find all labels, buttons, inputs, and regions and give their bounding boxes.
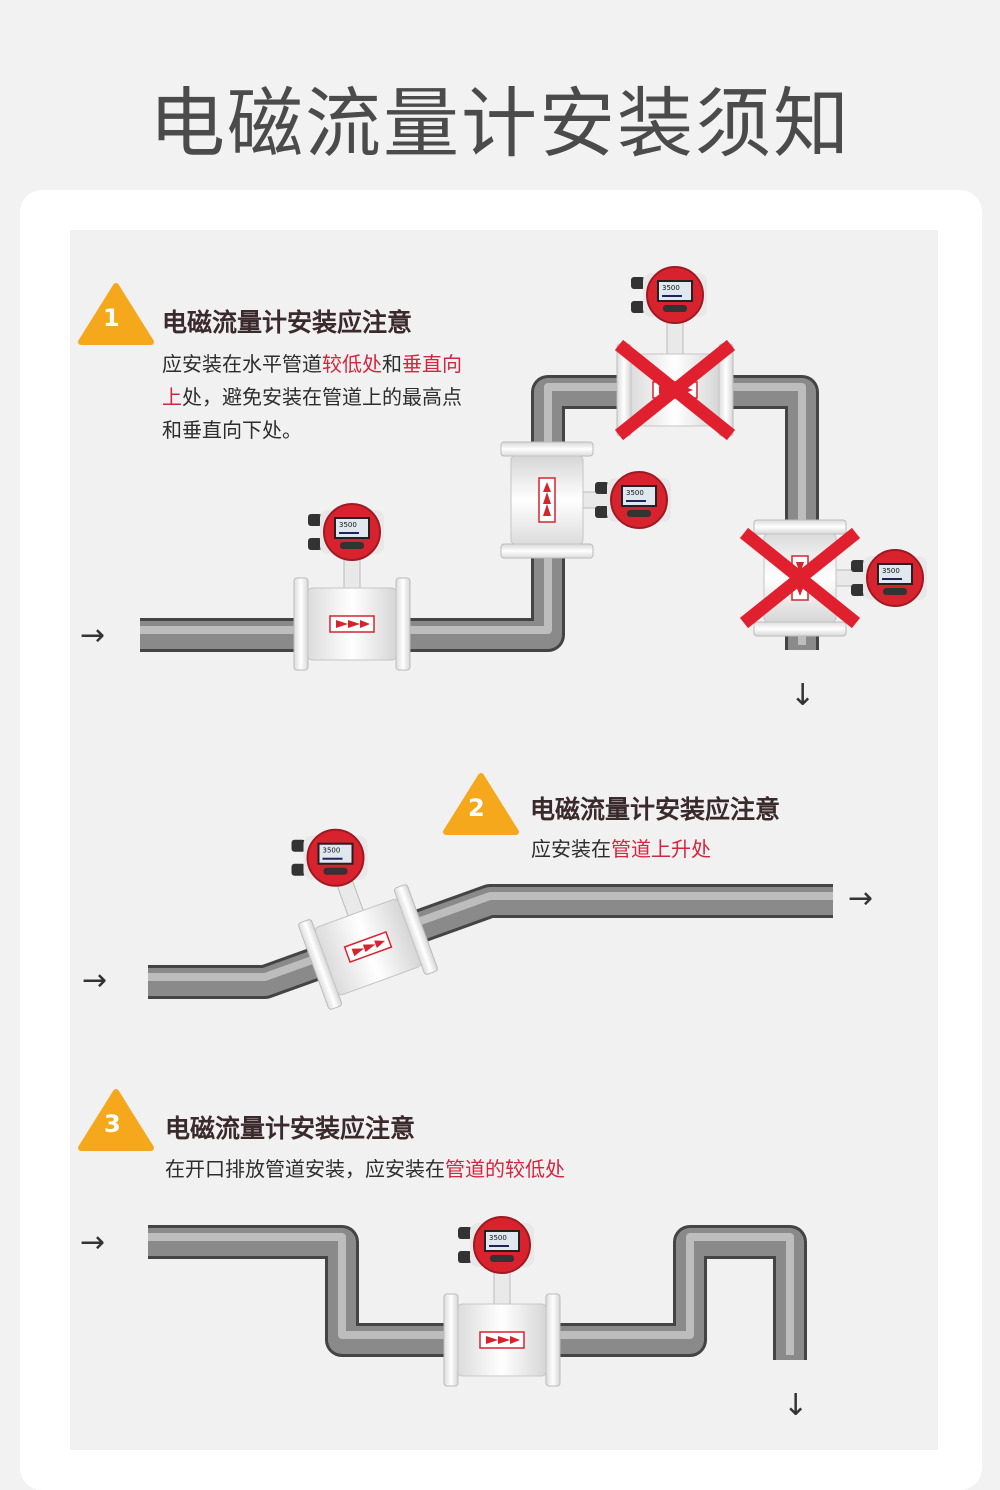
meter-flange-right xyxy=(753,621,847,637)
meter-flange-right xyxy=(545,1293,561,1387)
wrong-position-x-icon xyxy=(614,339,736,441)
flow-in-arrow-3: → xyxy=(80,1225,105,1260)
step-2-heading: 电磁流量计安装应注意 xyxy=(530,795,781,824)
text-span: 和 xyxy=(382,352,402,376)
step-1-text-line3: 和垂直向下处。 xyxy=(162,418,302,442)
wrong-position-x-icon xyxy=(739,527,861,629)
cable-gland xyxy=(595,482,609,494)
page-title: 电磁流量计安装须知 xyxy=(149,79,851,168)
flow-meter-rising-pipe: 3500 xyxy=(291,828,438,1010)
transmitter-head: 3500 xyxy=(595,471,671,529)
flow-in-arrow-2: → xyxy=(82,963,107,998)
step-3-text: 在开口排放管道安装，应安装在管道的较低处 xyxy=(165,1153,565,1186)
lcd-bar xyxy=(339,532,359,534)
lcd-reading: 3500 xyxy=(662,284,680,292)
transmitter-head: 3500 xyxy=(308,503,384,561)
cable-gland xyxy=(291,839,306,852)
x-mark xyxy=(614,339,736,441)
lcd-reading: 3500 xyxy=(489,1234,507,1242)
flow-arrow-icon xyxy=(351,940,385,957)
step-3-number: 3 xyxy=(104,1110,121,1138)
flow-out-arrow-2: → xyxy=(848,881,873,916)
cable-gland xyxy=(851,560,865,572)
meter-flange-left xyxy=(500,543,594,559)
pipe-section-3-highlight xyxy=(148,1233,794,1355)
lcd-reading: 3500 xyxy=(339,521,357,529)
highlight-span: 管道上升处 xyxy=(611,837,711,861)
flow-meter-low-point: 3500 xyxy=(443,1216,561,1387)
text-span: 在开口排放管道安装，应安装在 xyxy=(165,1157,445,1181)
meter-flange-right xyxy=(500,441,594,457)
cable-gland xyxy=(631,277,645,289)
transmitter-head: 3500 xyxy=(851,549,927,607)
text-span: 应安装在水平管道 xyxy=(162,352,322,376)
lcd-bar xyxy=(626,500,646,502)
transmitter-head: 3500 xyxy=(631,266,707,324)
highlight-span: 垂直向 xyxy=(402,352,462,376)
meter-flange-left xyxy=(753,519,847,535)
lcd-bar xyxy=(489,1245,509,1247)
step-1-triangle-icon xyxy=(78,283,154,345)
flow-arrow-icon xyxy=(543,482,551,516)
keypad xyxy=(627,510,651,517)
cable-gland xyxy=(595,506,609,518)
flow-arrow-icon xyxy=(486,1336,520,1344)
keypad xyxy=(883,588,907,595)
cable-gland xyxy=(291,863,306,876)
highlight-span: 管道的较低处 xyxy=(445,1157,565,1181)
text-span: 应安装在 xyxy=(531,837,611,861)
cable-gland xyxy=(308,538,322,550)
text-span: 处，避免安装在管道上的最高点 xyxy=(182,385,462,409)
pipe-section-1-highlight xyxy=(140,383,806,645)
lcd-bar xyxy=(322,857,343,860)
lcd-bar xyxy=(662,295,682,297)
step-1-text-line1: 应安装在水平管道较低处和垂直向 xyxy=(162,348,462,381)
transmitter-head: 3500 xyxy=(458,1216,534,1274)
step-2-triangle-icon xyxy=(443,773,519,835)
flow-meter-top-wrong: 3500 xyxy=(614,266,736,441)
cable-gland xyxy=(851,584,865,596)
meter-flange-right xyxy=(395,577,411,671)
pipe-section-2-body xyxy=(148,887,833,996)
flow-meter-vertical-up: 3500 xyxy=(500,441,671,559)
lcd-reading: 3500 xyxy=(626,489,644,497)
step-3-heading: 电磁流量计安装应注意 xyxy=(165,1114,416,1143)
lcd-bar xyxy=(882,578,902,580)
flow-out-arrow-3: ↓ xyxy=(783,1388,808,1423)
cable-gland xyxy=(458,1251,472,1263)
lcd-reading: 3500 xyxy=(882,567,900,575)
step-3-triangle-icon xyxy=(78,1089,154,1151)
flow-arrow-icon xyxy=(336,620,370,628)
keypad xyxy=(663,305,687,312)
keypad xyxy=(340,542,364,549)
flow-out-arrow-1: ↓ xyxy=(790,678,815,713)
keypad xyxy=(490,1255,514,1262)
highlight-span: 上 xyxy=(162,385,182,409)
installation-diagrams: 3500 3500 3500 3500 3500 3500 → ↓ → → → ↓ xyxy=(80,266,927,1423)
step-2-text: 应安装在管道上升处 xyxy=(531,833,711,866)
cable-gland xyxy=(458,1227,472,1239)
highlight-span: 较低处 xyxy=(322,352,382,376)
keypad xyxy=(323,867,348,875)
lcd-reading: 3500 xyxy=(323,847,341,855)
flow-meter-vertical-down-wrong: 3500 xyxy=(739,519,927,637)
step-1-text-line2: 上处，避免安装在管道上的最高点 xyxy=(162,381,462,414)
step-1-number: 1 xyxy=(103,304,120,332)
meter-flange-left xyxy=(443,1293,459,1387)
flow-in-arrow-1: → xyxy=(80,618,105,653)
step-2-number: 2 xyxy=(468,794,485,822)
x-mark xyxy=(739,527,861,629)
cable-gland xyxy=(308,514,322,526)
flow-meter-horizontal-low: 3500 xyxy=(293,503,411,671)
cable-gland xyxy=(631,301,645,313)
transmitter-head: 3500 xyxy=(291,828,368,887)
step-1-heading: 电磁流量计安装应注意 xyxy=(162,308,413,337)
meter-flange-left xyxy=(293,577,309,671)
